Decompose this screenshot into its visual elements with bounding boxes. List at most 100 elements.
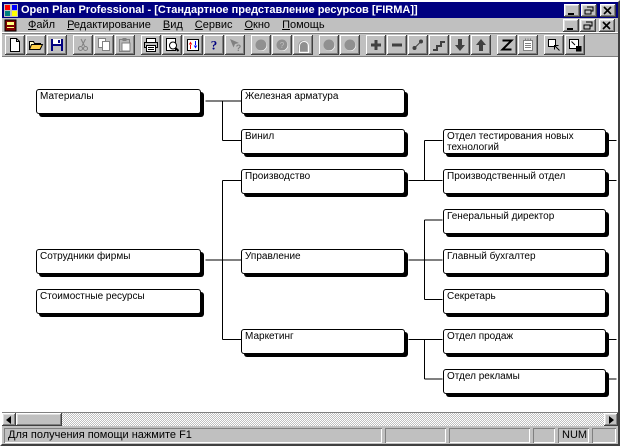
- zigzag-icon: [500, 39, 514, 51]
- node-director[interactable]: Генеральный директор: [443, 209, 606, 234]
- paste-button: [115, 35, 135, 55]
- node-label: Маркетинг: [245, 331, 294, 342]
- node-label: Сотрудники фирмы: [40, 251, 131, 262]
- restore-icon: [584, 6, 594, 14]
- fit-window-small-button[interactable]: [544, 35, 564, 55]
- restore-button[interactable]: [580, 18, 596, 32]
- toolbar-group-3: ??: [141, 35, 246, 55]
- status-pane-2: [449, 428, 530, 443]
- svg-text:?: ?: [236, 43, 242, 53]
- app-icon: [4, 3, 18, 17]
- node-sales[interactable]: Отдел продаж: [443, 329, 606, 354]
- node-marketing[interactable]: Маркетинг: [241, 329, 405, 354]
- close-icon: [603, 5, 612, 15]
- node-label: Производство: [245, 171, 311, 182]
- print-icon: [144, 38, 158, 52]
- node-label: Отдел продаж: [447, 331, 514, 342]
- svg-text:?: ?: [280, 41, 285, 50]
- menu-item-5[interactable]: Окно: [244, 19, 271, 31]
- node-label: Отдел тестирования новых технологий: [447, 131, 574, 153]
- node-question-icon: ?: [276, 39, 288, 51]
- node-filled-a-button: [319, 35, 339, 55]
- node-label: Винил: [245, 131, 275, 142]
- node-filled-b-button: [340, 35, 360, 55]
- node-circle-icon: [255, 39, 267, 51]
- horizontal-scrollbar[interactable]: [2, 412, 618, 426]
- move-up-icon: [476, 39, 486, 51]
- scroll-left-button[interactable]: [2, 413, 16, 426]
- num-lock-indicator: NUM: [558, 428, 589, 443]
- open-file-button[interactable]: [26, 35, 46, 55]
- menu-item-2[interactable]: Редактирование: [67, 19, 151, 31]
- node-materials[interactable]: Материалы: [36, 89, 201, 114]
- node-accountant[interactable]: Главный бухгалтер: [443, 249, 606, 274]
- context-help-button: ?: [225, 35, 245, 55]
- move-down-button[interactable]: [450, 35, 470, 55]
- print-preview-button[interactable]: [162, 35, 182, 55]
- node-secretary[interactable]: Секретарь: [443, 289, 606, 314]
- status-pane-3: [533, 428, 555, 443]
- help-icon: ?: [211, 38, 218, 53]
- menu-item-3[interactable]: Вид: [162, 19, 183, 31]
- status-message: Для получения помощи нажмите F1: [4, 428, 382, 443]
- toolbar-group-1: [5, 35, 68, 55]
- svg-text:?: ?: [211, 38, 218, 53]
- save-file-button[interactable]: [47, 35, 67, 55]
- node-label: Управление: [245, 251, 301, 262]
- new-file-icon: [10, 38, 20, 52]
- link-nodes-icon: [412, 39, 423, 50]
- move-down-icon: [455, 39, 465, 51]
- node-iron[interactable]: Железная арматура: [241, 89, 405, 114]
- status-pane-5: [592, 428, 616, 443]
- zigzag-button[interactable]: [497, 35, 517, 55]
- close-button[interactable]: [600, 3, 616, 17]
- transfer-button[interactable]: [183, 35, 203, 55]
- move-up-button[interactable]: [471, 35, 491, 55]
- link-nodes-button[interactable]: [408, 35, 428, 55]
- status-pane-1: [385, 428, 446, 443]
- node-employees[interactable]: Сотрудники фирмы: [36, 249, 201, 274]
- node-ads[interactable]: Отдел рекламы: [443, 369, 606, 394]
- mdi-window-controls: [563, 18, 615, 32]
- node-cost[interactable]: Стоимостные ресурсы: [36, 289, 201, 314]
- fit-window-large-button[interactable]: [565, 35, 585, 55]
- node-test_dept[interactable]: Отдел тестирования новых технологий: [443, 129, 606, 154]
- node-label: Стоимостные ресурсы: [40, 291, 145, 302]
- node-label: Железная арматура: [245, 91, 339, 102]
- restore-button[interactable]: [581, 3, 597, 17]
- scroll-right-button[interactable]: [604, 413, 618, 426]
- step-chart-button[interactable]: [429, 35, 449, 55]
- menu-item-6[interactable]: Помощь: [282, 19, 325, 31]
- save-file-icon: [51, 39, 63, 51]
- node-management[interactable]: Управление: [241, 249, 405, 274]
- restore-icon: [583, 21, 593, 29]
- node-label: Материалы: [40, 91, 94, 102]
- node-prod_dept[interactable]: Производственный отдел: [443, 169, 606, 194]
- toolbar-group-6: [366, 35, 492, 55]
- close-button[interactable]: [599, 18, 615, 32]
- minimize-button[interactable]: [563, 18, 579, 32]
- cut-icon: [78, 38, 88, 51]
- new-file-button[interactable]: [5, 35, 25, 55]
- close-icon: [602, 20, 611, 30]
- minimize-icon: [567, 27, 573, 30]
- menu-items: Файл Редактирование Вид Сервис Окно Помощь: [22, 18, 331, 32]
- print-button[interactable]: [141, 35, 161, 55]
- toolbar-group-8: [544, 35, 586, 55]
- notes-icon: [523, 38, 533, 51]
- menu-item-1[interactable]: Файл: [28, 19, 56, 31]
- scrollbar-thumb[interactable]: [16, 413, 62, 426]
- add-button[interactable]: [366, 35, 386, 55]
- menu-bar: Файл Редактирование Вид Сервис Окно Помощь: [2, 18, 618, 33]
- transfer-icon: [187, 39, 199, 51]
- menu-item-4[interactable]: Сервис: [194, 19, 233, 31]
- remove-icon: [392, 43, 402, 47]
- node-vinyl[interactable]: Винил: [241, 129, 405, 154]
- node-production[interactable]: Производство: [241, 169, 405, 194]
- help-button[interactable]: ?: [204, 35, 224, 55]
- minimize-button[interactable]: [564, 3, 580, 17]
- node-arch-icon: [298, 40, 309, 53]
- remove-button[interactable]: [387, 35, 407, 55]
